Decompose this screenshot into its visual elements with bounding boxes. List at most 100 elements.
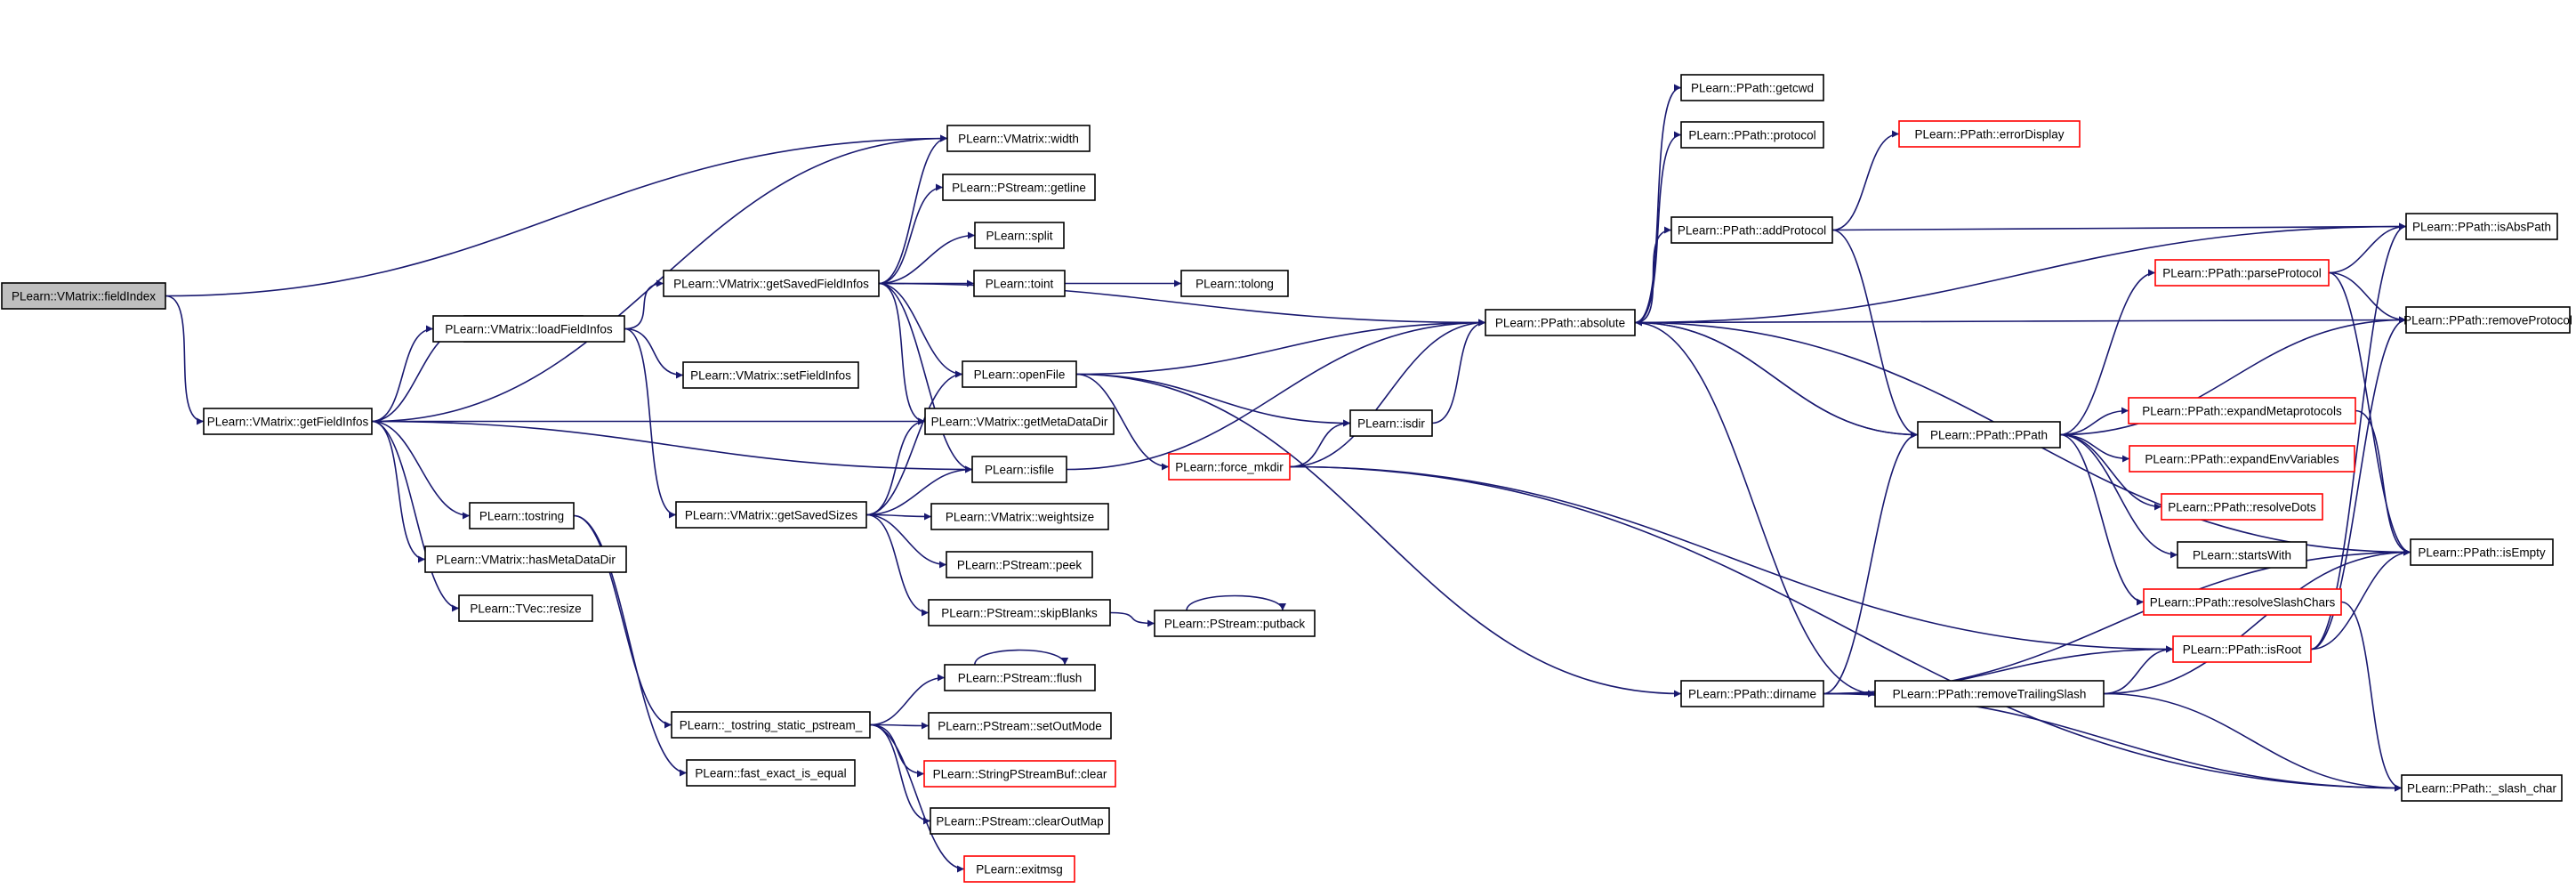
node-isdir[interactable]: PLearn::isdir — [1349, 409, 1433, 437]
node-absolute[interactable]: PLearn::PPath::absolute — [1485, 309, 1636, 336]
node-tostring[interactable]: PLearn::tostring — [469, 502, 575, 529]
edge-PPathCtor-to-removeProtocol — [2059, 316, 2407, 436]
node-label: PLearn::startsWith — [2193, 549, 2291, 562]
node-skipBlanks[interactable]: PLearn::PStream::skipBlanks — [928, 599, 1111, 626]
node-box — [930, 503, 1109, 530]
node-label: PLearn::exitmsg — [976, 863, 1063, 877]
edge-getFieldInfos-to-width — [371, 134, 948, 423]
node-label: PLearn::PPath::addProtocol — [1678, 224, 1826, 238]
node-hasMetaDataDir[interactable]: PLearn::VMatrix::hasMetaDataDir — [424, 546, 627, 573]
edge-forceMkdir-to-isRoot — [1289, 465, 2174, 653]
node-getMetaDataDir[interactable]: PLearn::VMatrix::getMetaDataDir — [924, 408, 1115, 435]
edge-absolute-to-removeProtocol — [1634, 316, 2407, 324]
node-spbClear[interactable]: PLearn::StringPStreamBuf::clear — [923, 760, 1116, 788]
node-box — [2401, 774, 2563, 802]
node-tostringStatic[interactable]: PLearn::_tostring_static_pstream_ — [671, 711, 871, 739]
node-label: PLearn::PPath::expandEnvVariables — [2145, 453, 2339, 466]
edge-forceMkdir-to-absolute — [1289, 319, 1486, 468]
edge-forceMkdir-to-slashChar — [1289, 465, 2403, 792]
node-getline[interactable]: PLearn::PStream::getline — [942, 174, 1096, 201]
node-box — [671, 711, 871, 739]
node-fieldIndex[interactable]: PLearn::VMatrix::fieldIndex — [1, 282, 166, 310]
node-isAbsPath[interactable]: PLearn::PPath::isAbsPath — [2405, 213, 2558, 240]
edge-getFieldInfos-to-loadFieldInfos — [371, 325, 434, 423]
node-fastExact[interactable]: PLearn::fast_exact_is_equal — [686, 759, 856, 787]
node-box — [930, 807, 1110, 835]
node-getSavedFieldInfos[interactable]: PLearn::VMatrix::getSavedFieldInfos — [663, 270, 880, 297]
node-box — [1154, 610, 1316, 637]
node-toint[interactable]: PLearn::toint — [973, 270, 1066, 297]
node-protocol[interactable]: PLearn::PPath::protocol — [1680, 121, 1824, 149]
node-flush[interactable]: PLearn::PStream::flush — [944, 664, 1096, 691]
edge-fieldIndex-to-getFieldInfos — [165, 295, 205, 425]
node-label: PLearn::PStream::flush — [958, 672, 1083, 685]
edge-getFieldInfos-to-isfile — [371, 420, 973, 473]
edge-addProtocol-to-isAbsPath — [1831, 222, 2407, 231]
edge-flush-to-flush — [974, 649, 1069, 666]
node-box — [942, 174, 1096, 201]
node-tolong[interactable]: PLearn::tolong — [1180, 270, 1289, 297]
node-label: PLearn::PStream::clearOutMap — [936, 815, 1103, 828]
node-split[interactable]: PLearn::split — [974, 222, 1065, 249]
node-PPathCtor[interactable]: PLearn::PPath::PPath — [1917, 421, 2061, 449]
node-getcwd[interactable]: PLearn::PPath::getcwd — [1680, 74, 1824, 101]
node-box — [971, 456, 1067, 483]
node-width[interactable]: PLearn::VMatrix::width — [946, 125, 1091, 152]
node-box — [973, 270, 1066, 297]
edge-getSavedSizes-to-isfile — [865, 465, 973, 516]
node-box — [663, 270, 880, 297]
node-box — [2405, 306, 2571, 334]
node-setFieldInfos[interactable]: PLearn::VMatrix::setFieldInfos — [682, 361, 859, 389]
node-box — [1485, 309, 1636, 336]
node-clearOutMap[interactable]: PLearn::PStream::clearOutMap — [930, 807, 1110, 835]
node-setOutMode[interactable]: PLearn::PStream::setOutMode — [928, 712, 1112, 739]
edge-PPathCtor-to-resolveSlashChars — [2059, 433, 2145, 606]
node-box — [946, 125, 1091, 152]
node-openFile[interactable]: PLearn::openFile — [962, 360, 1077, 388]
node-box — [2161, 493, 2323, 521]
edge-getSavedSizes-to-openFile — [865, 370, 963, 516]
edge-parseProtocol-to-removeProtocol — [2328, 271, 2407, 324]
node-box — [1349, 409, 1433, 437]
node-removeTrailingSlash[interactable]: PLearn::PPath::removeTrailingSlash — [1874, 680, 2105, 707]
node-label: PLearn::PPath::_slash_char — [2407, 782, 2557, 796]
node-TVecResize[interactable]: PLearn::TVec::resize — [458, 594, 593, 622]
node-label: PLearn::VMatrix::getSavedSizes — [685, 509, 858, 522]
node-putback[interactable]: PLearn::PStream::putback — [1154, 610, 1316, 637]
node-box — [432, 315, 625, 343]
edge-absolute-to-getcwd — [1634, 84, 1682, 324]
node-label: PLearn::StringPStreamBuf::clear — [933, 768, 1107, 781]
node-resolveSlashChars[interactable]: PLearn::PPath::resolveSlashChars — [2143, 588, 2342, 616]
node-expandEnvVariables[interactable]: PLearn::PPath::expandEnvVariables — [2129, 445, 2355, 473]
node-resolveDots[interactable]: PLearn::PPath::resolveDots — [2161, 493, 2323, 521]
node-peek[interactable]: PLearn::PStream::peek — [946, 551, 1093, 578]
node-forceMkdir[interactable]: PLearn::force_mkdir — [1168, 453, 1291, 481]
node-parseProtocol[interactable]: PLearn::PPath::parseProtocol — [2154, 259, 2330, 287]
node-label: PLearn::PPath::getcwd — [1691, 82, 1814, 95]
edge-openFile-to-dirname — [1075, 373, 1682, 698]
node-isfile[interactable]: PLearn::isfile — [971, 456, 1067, 483]
edge-PPathCtor-to-parseProtocol — [2059, 269, 2156, 436]
node-getFieldInfos[interactable]: PLearn::VMatrix::getFieldInfos — [203, 408, 373, 435]
node-exitmsg[interactable]: PLearn::exitmsg — [963, 855, 1075, 883]
node-box — [469, 502, 575, 529]
node-label: PLearn::tostring — [479, 510, 564, 523]
node-expandMetaprotocols[interactable]: PLearn::PPath::expandMetaprotocols — [2128, 397, 2356, 424]
edge-loadFieldInfos-to-setFieldInfos — [624, 327, 684, 379]
node-box — [458, 594, 593, 622]
node-removeProtocol[interactable]: PLearn::PPath::removeProtocol — [2403, 306, 2572, 334]
node-getSavedSizes[interactable]: PLearn::VMatrix::getSavedSizes — [675, 501, 867, 529]
node-weightsize[interactable]: PLearn::VMatrix::weightsize — [930, 503, 1109, 530]
node-addProtocol[interactable]: PLearn::PPath::addProtocol — [1670, 216, 1833, 244]
node-box — [682, 361, 859, 389]
node-isRoot[interactable]: PLearn::PPath::isRoot — [2172, 635, 2312, 663]
node-loadFieldInfos[interactable]: PLearn::VMatrix::loadFieldInfos — [432, 315, 625, 343]
node-isEmpty[interactable]: PLearn::PPath::isEmpty — [2410, 538, 2554, 566]
node-box — [203, 408, 373, 435]
node-startsWith[interactable]: PLearn::startsWith — [2177, 541, 2307, 569]
node-label: PLearn::VMatrix::weightsize — [946, 511, 1094, 524]
node-dirname[interactable]: PLearn::PPath::dirname — [1680, 680, 1824, 707]
node-slashChar[interactable]: PLearn::PPath::_slash_char — [2401, 774, 2563, 802]
node-errorDisplay[interactable]: PLearn::PPath::errorDisplay — [1898, 120, 2081, 148]
